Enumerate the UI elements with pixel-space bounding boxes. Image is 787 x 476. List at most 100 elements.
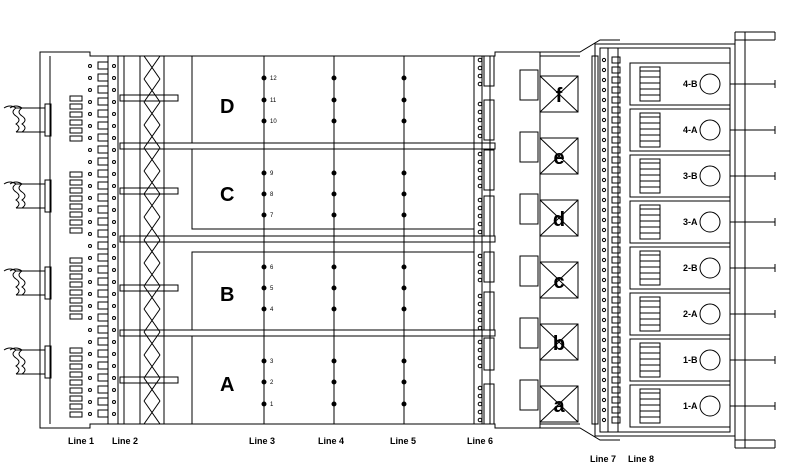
line-node [331, 306, 337, 312]
line-8-block [611, 366, 621, 374]
unit-label: 2-B [683, 263, 698, 273]
line-8-block [611, 256, 621, 264]
line-nodes [261, 75, 407, 407]
line-6-dot [477, 409, 483, 415]
line-8-block [611, 356, 621, 364]
pin-label: 1 [270, 402, 274, 408]
terminal-dot [88, 364, 92, 368]
inlet-pipe [3, 103, 52, 137]
terminal-dot [112, 292, 116, 296]
line-8-block [611, 196, 621, 204]
line-6-block [483, 149, 495, 191]
terminal-block [69, 355, 83, 362]
line-8-block [611, 146, 621, 154]
terminal-block [69, 179, 83, 186]
line-node [401, 191, 407, 197]
terminal-block [97, 205, 109, 214]
line-node [331, 264, 337, 270]
line-8-block [611, 396, 621, 404]
line-6-dot [477, 277, 483, 283]
unit-row-1-a: 1-A [629, 384, 776, 428]
unit-row-2-b: 2-B [629, 246, 776, 290]
line-6-dot [477, 167, 483, 173]
line-6-dot [477, 301, 483, 307]
line-label-8: Line 8 [628, 454, 654, 464]
terminal-dot [112, 184, 116, 188]
terminal-dot [112, 112, 116, 116]
box-b: b [519, 317, 579, 361]
terminal-dot [88, 328, 92, 332]
terminal-block [97, 193, 109, 202]
terminal-dot [112, 364, 116, 368]
line-7-dot [601, 297, 607, 303]
unit-row-1-b: 1-B [629, 338, 776, 382]
terminal-block [69, 211, 83, 218]
terminal-block [97, 217, 109, 226]
terminal-dot [88, 76, 92, 80]
line-6-dot [477, 101, 483, 107]
line-8-block [611, 416, 621, 424]
line-node [261, 170, 267, 176]
terminal-block [69, 195, 83, 202]
unit-row-4-a: 4-A [629, 108, 776, 152]
terminal-block [97, 277, 109, 286]
line-8-block [611, 66, 621, 74]
terminal-dot [88, 268, 92, 272]
line-7-dot [601, 197, 607, 203]
unit-label: 3-B [683, 171, 698, 181]
unit-row-2-a: 2-A [629, 292, 776, 336]
pin-labels: 12 11 10 9 8 7 6 5 4 3 2 1 [270, 76, 277, 408]
line-label-1: Line 1 [68, 436, 94, 446]
line-6-dot [477, 293, 483, 299]
terminal-dot [88, 88, 92, 92]
terminal-block [69, 281, 83, 288]
line-8-block [611, 96, 621, 104]
terminal-dot [88, 160, 92, 164]
terminal-block [97, 373, 109, 382]
line-6-dot [477, 229, 483, 235]
terminal-dot [88, 232, 92, 236]
line-6-dot [477, 151, 483, 157]
line-7-dot [601, 117, 607, 123]
inlet-pipes [3, 103, 52, 379]
terminal-block [69, 305, 83, 312]
unit-label: 1-B [683, 355, 698, 365]
rods [119, 94, 179, 384]
section-dividers [119, 142, 496, 337]
line-8-block [611, 206, 621, 214]
line-8-block [611, 116, 621, 124]
terminal-block [69, 171, 83, 178]
terminal-dot [112, 220, 116, 224]
terminal-dot [88, 148, 92, 152]
terminal-dot [88, 196, 92, 200]
line-8-block [611, 176, 621, 184]
line-node [401, 97, 407, 103]
line-7-dot [601, 357, 607, 363]
terminal-block [97, 325, 109, 334]
line-8-block [611, 246, 621, 254]
section-label-c: C [220, 184, 234, 206]
pin-label: 3 [270, 359, 274, 365]
terminal-block [97, 85, 109, 94]
terminal-block [97, 121, 109, 130]
terminal-dot [88, 316, 92, 320]
line-7-dot [601, 277, 607, 283]
line-7-dot [601, 207, 607, 213]
line-8-block [611, 86, 621, 94]
line-8-block [611, 126, 621, 134]
terminal-dot [88, 124, 92, 128]
terminal-block [97, 313, 109, 322]
terminal-block [97, 265, 109, 274]
right-frame [594, 31, 776, 449]
line-6-components [477, 55, 495, 425]
box-label: d [553, 209, 565, 231]
terminal-dot [88, 172, 92, 176]
terminal-dot [112, 232, 116, 236]
line-7-dot [601, 157, 607, 163]
line-7-dot [601, 107, 607, 113]
terminal-block [69, 371, 83, 378]
terminal-dot [88, 136, 92, 140]
terminal-block [69, 95, 83, 102]
